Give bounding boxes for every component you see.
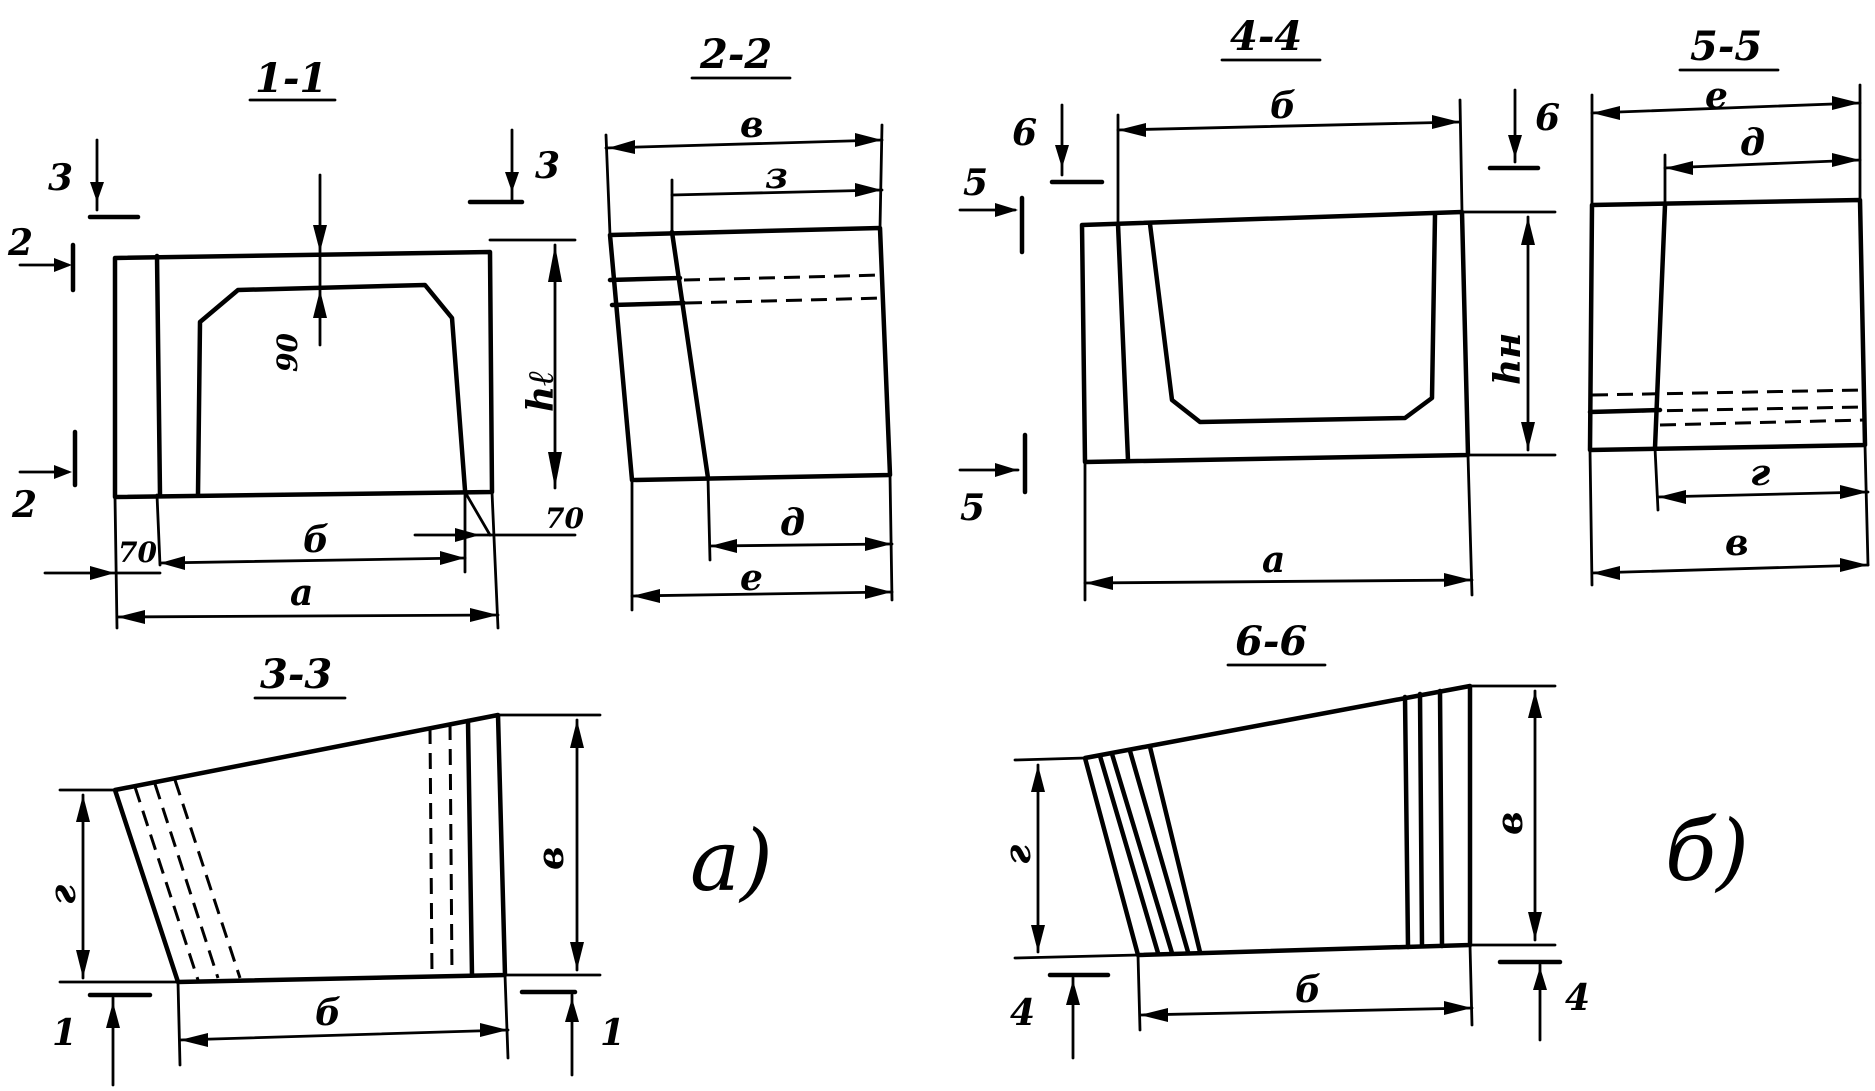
dim-70-left: 70 — [118, 536, 157, 569]
dim-d-2-2: д — [780, 502, 805, 544]
dim-z-2-2: з — [765, 155, 788, 197]
dim-d-5-5: д — [1740, 122, 1765, 164]
dim-b-6-6: б — [1295, 969, 1321, 1011]
dim-v-6-6: в — [1489, 811, 1531, 835]
marker-1-right: 1 — [600, 1012, 625, 1054]
section-6-6: 6-6 г в б 4 — [997, 618, 1590, 1060]
section-1-1: 1-1 3 3 2 2 90 hℓ — [7, 55, 584, 630]
section-3-3: 3-3 г в б 1 — [42, 651, 625, 1087]
section-title-1-1: 1-1 — [255, 55, 327, 102]
section-title-4-4: 4-4 — [1230, 13, 1302, 60]
section-title-6-6: 6-6 — [1235, 618, 1307, 665]
dim-hl: hℓ — [520, 370, 562, 412]
variant-label-b: б) — [1665, 802, 1749, 900]
dim-hn: hн — [1487, 333, 1529, 385]
dim-v-5-5: в — [1725, 522, 1749, 564]
marker-3-right: 3 — [535, 145, 560, 187]
section-5-5: 5-5 е д г в — [1587, 23, 1870, 587]
dim-b-3-3: б — [315, 992, 341, 1034]
marker-5-top: 5 — [963, 162, 988, 204]
dim-v-2-2: в — [740, 104, 764, 146]
dim-g-3-3: г — [42, 885, 84, 905]
marker-4-left: 4 — [1010, 992, 1035, 1034]
dim-v-3-3: в — [530, 846, 572, 870]
marker-6-left: 6 — [1012, 112, 1037, 154]
section-title-2-2: 2-2 — [699, 31, 772, 78]
dim-90: 90 — [271, 333, 304, 372]
dim-e-2-2: е — [740, 557, 763, 599]
dim-e-5-5: е — [1705, 75, 1728, 117]
dim-g-5-5: г — [1750, 452, 1770, 494]
marker-4-right: 4 — [1565, 977, 1590, 1019]
section-4-4: 4-4 б hн a 6 6 — [958, 13, 1560, 602]
marker-3-left: 3 — [48, 157, 73, 199]
dim-g-6-6: г — [997, 845, 1039, 865]
marker-1-left: 1 — [52, 1012, 77, 1054]
dim-b-1-1: б — [303, 519, 329, 561]
variant-label-a: a) — [690, 812, 773, 910]
marker-2-bottom: 2 — [11, 484, 37, 526]
dim-a-4-4: a — [1262, 539, 1285, 581]
dim-b-4-4: б — [1270, 85, 1296, 127]
dim-70-right: 70 — [545, 502, 584, 535]
marker-2-top: 2 — [7, 222, 33, 264]
section-2-2: 2-2 в з д е — [604, 31, 894, 612]
marker-5-bottom: 5 — [960, 487, 985, 529]
section-title-3-3: 3-3 — [260, 651, 332, 698]
marker-6-right: 6 — [1535, 97, 1560, 139]
dim-a-1-1: a — [290, 572, 313, 614]
section-title-5-5: 5-5 — [1690, 23, 1762, 70]
